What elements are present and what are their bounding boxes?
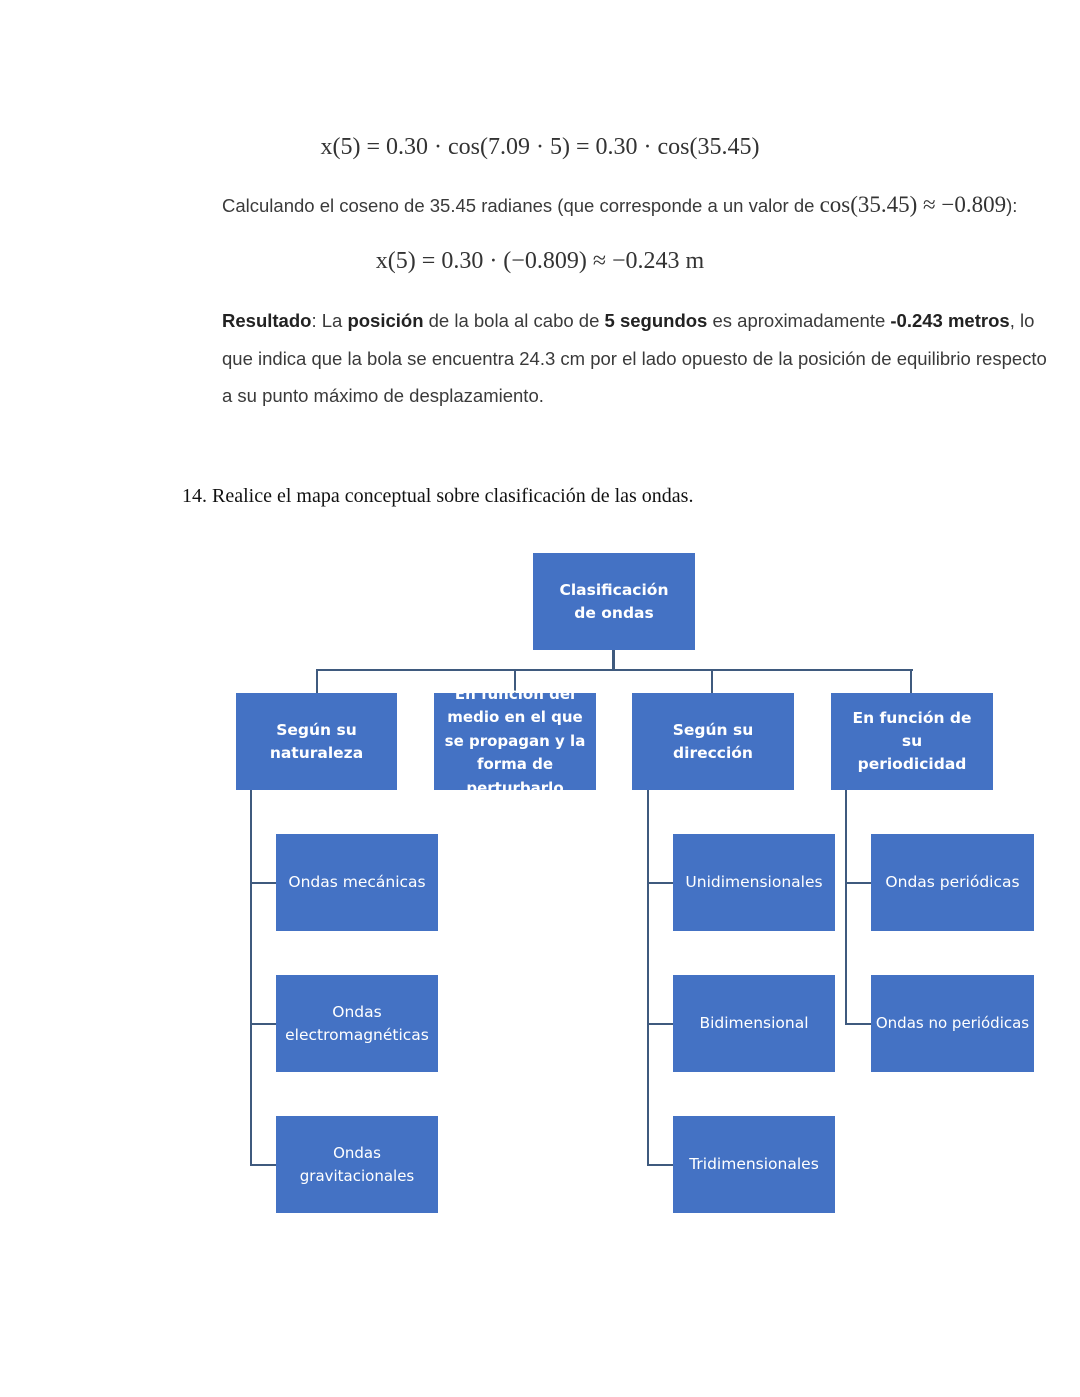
node-root-label: Clasificación de ondas xyxy=(559,580,669,622)
result-label: Resultado xyxy=(222,310,312,331)
result-bold: -0.243 metros xyxy=(890,310,1010,331)
result-text: es aproximadamente xyxy=(707,310,891,331)
node-child-ondas-gravitacionales: Ondas gravitacionales xyxy=(276,1116,438,1213)
result-paragraph: Resultado: La posición de la bola al cab… xyxy=(222,302,1062,415)
result-bold: 5 segundos xyxy=(604,310,708,331)
node-child-label: Ondas periódicas xyxy=(885,873,1020,891)
cosine-explanation: Calculando el coseno de 35.45 radianes (… xyxy=(222,192,1062,218)
equation-2: x(5) = 0.30 · (−0.809) ≈ −0.243 m xyxy=(375,248,705,274)
equation-position-at-5s: x(5) = 0.30 · cos(7.09 · 5) = 0.30 · cos… xyxy=(0,134,1080,161)
node-child-label: Ondas electromagnéticas xyxy=(285,1002,429,1044)
equation-result: x(5) = 0.30 · (−0.809) ≈ −0.243 m xyxy=(0,248,1080,275)
connector-cat1-child1 xyxy=(250,882,276,884)
result-text: , lo que indica que la bola se encuentra… xyxy=(222,310,1047,406)
equation-1: x(5) = 0.30 · cos(7.09 · 5) = 0.30 · cos… xyxy=(320,134,760,160)
node-child-ondas-periodicas: Ondas periódicas xyxy=(871,834,1034,931)
result-text: : La xyxy=(311,310,348,331)
connector-root-stem xyxy=(612,650,615,671)
connector-cat2 xyxy=(514,669,516,693)
node-category-label: En función de su periodicidad xyxy=(852,709,972,773)
node-root: Clasificación de ondas xyxy=(533,553,695,650)
node-category-label: Según su dirección xyxy=(672,720,754,762)
node-child-label: Ondas gravitacionales xyxy=(299,1143,415,1185)
node-category-label: Según su naturaleza xyxy=(269,720,364,762)
result-text: de la bola al cabo de xyxy=(423,310,605,331)
connector-cat4-vertical xyxy=(845,790,847,1025)
node-category-medio: En función del medio en el que se propag… xyxy=(434,685,596,797)
cosine-text: Calculando el coseno de 35.45 radianes (… xyxy=(222,195,815,216)
connector-cat4-child1 xyxy=(845,882,871,884)
connector-cat1-child2 xyxy=(250,1023,276,1025)
node-category-periodicidad: En función de su periodicidad xyxy=(831,693,993,790)
node-child-label: Bidimensional xyxy=(699,1014,809,1032)
connector-cat4 xyxy=(910,669,912,693)
node-child-ondas-no-periodicas: Ondas no periódicas xyxy=(871,975,1034,1072)
question-14: 14. Realice el mapa conceptual sobre cla… xyxy=(182,485,694,507)
node-child-label: Unidimensionales xyxy=(685,873,823,891)
node-child-ondas-mecanicas: Ondas mecánicas xyxy=(276,834,438,931)
connector-cat1 xyxy=(316,669,318,693)
cosine-math: cos(35.45) ≈ −0.809 xyxy=(819,192,1007,217)
result-bold: posición xyxy=(347,310,424,331)
node-child-unidimensionales: Unidimensionales xyxy=(673,834,835,931)
cosine-text-end: ): xyxy=(1006,195,1018,216)
node-category-label: En función del medio en el que se propag… xyxy=(444,684,586,797)
connector-cat4-child2 xyxy=(845,1023,871,1025)
connector-cat1-child3 xyxy=(250,1164,276,1166)
connector-cat3-child3 xyxy=(647,1164,673,1166)
node-child-ondas-electromagneticas: Ondas electromagnéticas xyxy=(276,975,438,1072)
node-child-label: Ondas mecánicas xyxy=(288,873,426,891)
node-child-label: Tridimensionales xyxy=(689,1155,819,1173)
node-child-label: Ondas no periódicas xyxy=(875,1014,1030,1032)
connector-cat1-vertical xyxy=(250,790,252,1166)
node-category-direccion: Según su dirección xyxy=(632,693,794,790)
node-category-naturaleza: Según su naturaleza xyxy=(236,693,397,790)
connector-horizontal-bar xyxy=(316,669,913,671)
connector-cat3 xyxy=(711,669,713,693)
node-child-bidimensional: Bidimensional xyxy=(673,975,835,1072)
node-child-tridimensionales: Tridimensionales xyxy=(673,1116,835,1213)
connector-cat3-vertical xyxy=(647,790,649,1166)
connector-cat3-child2 xyxy=(647,1023,673,1025)
connector-cat3-child1 xyxy=(647,882,673,884)
